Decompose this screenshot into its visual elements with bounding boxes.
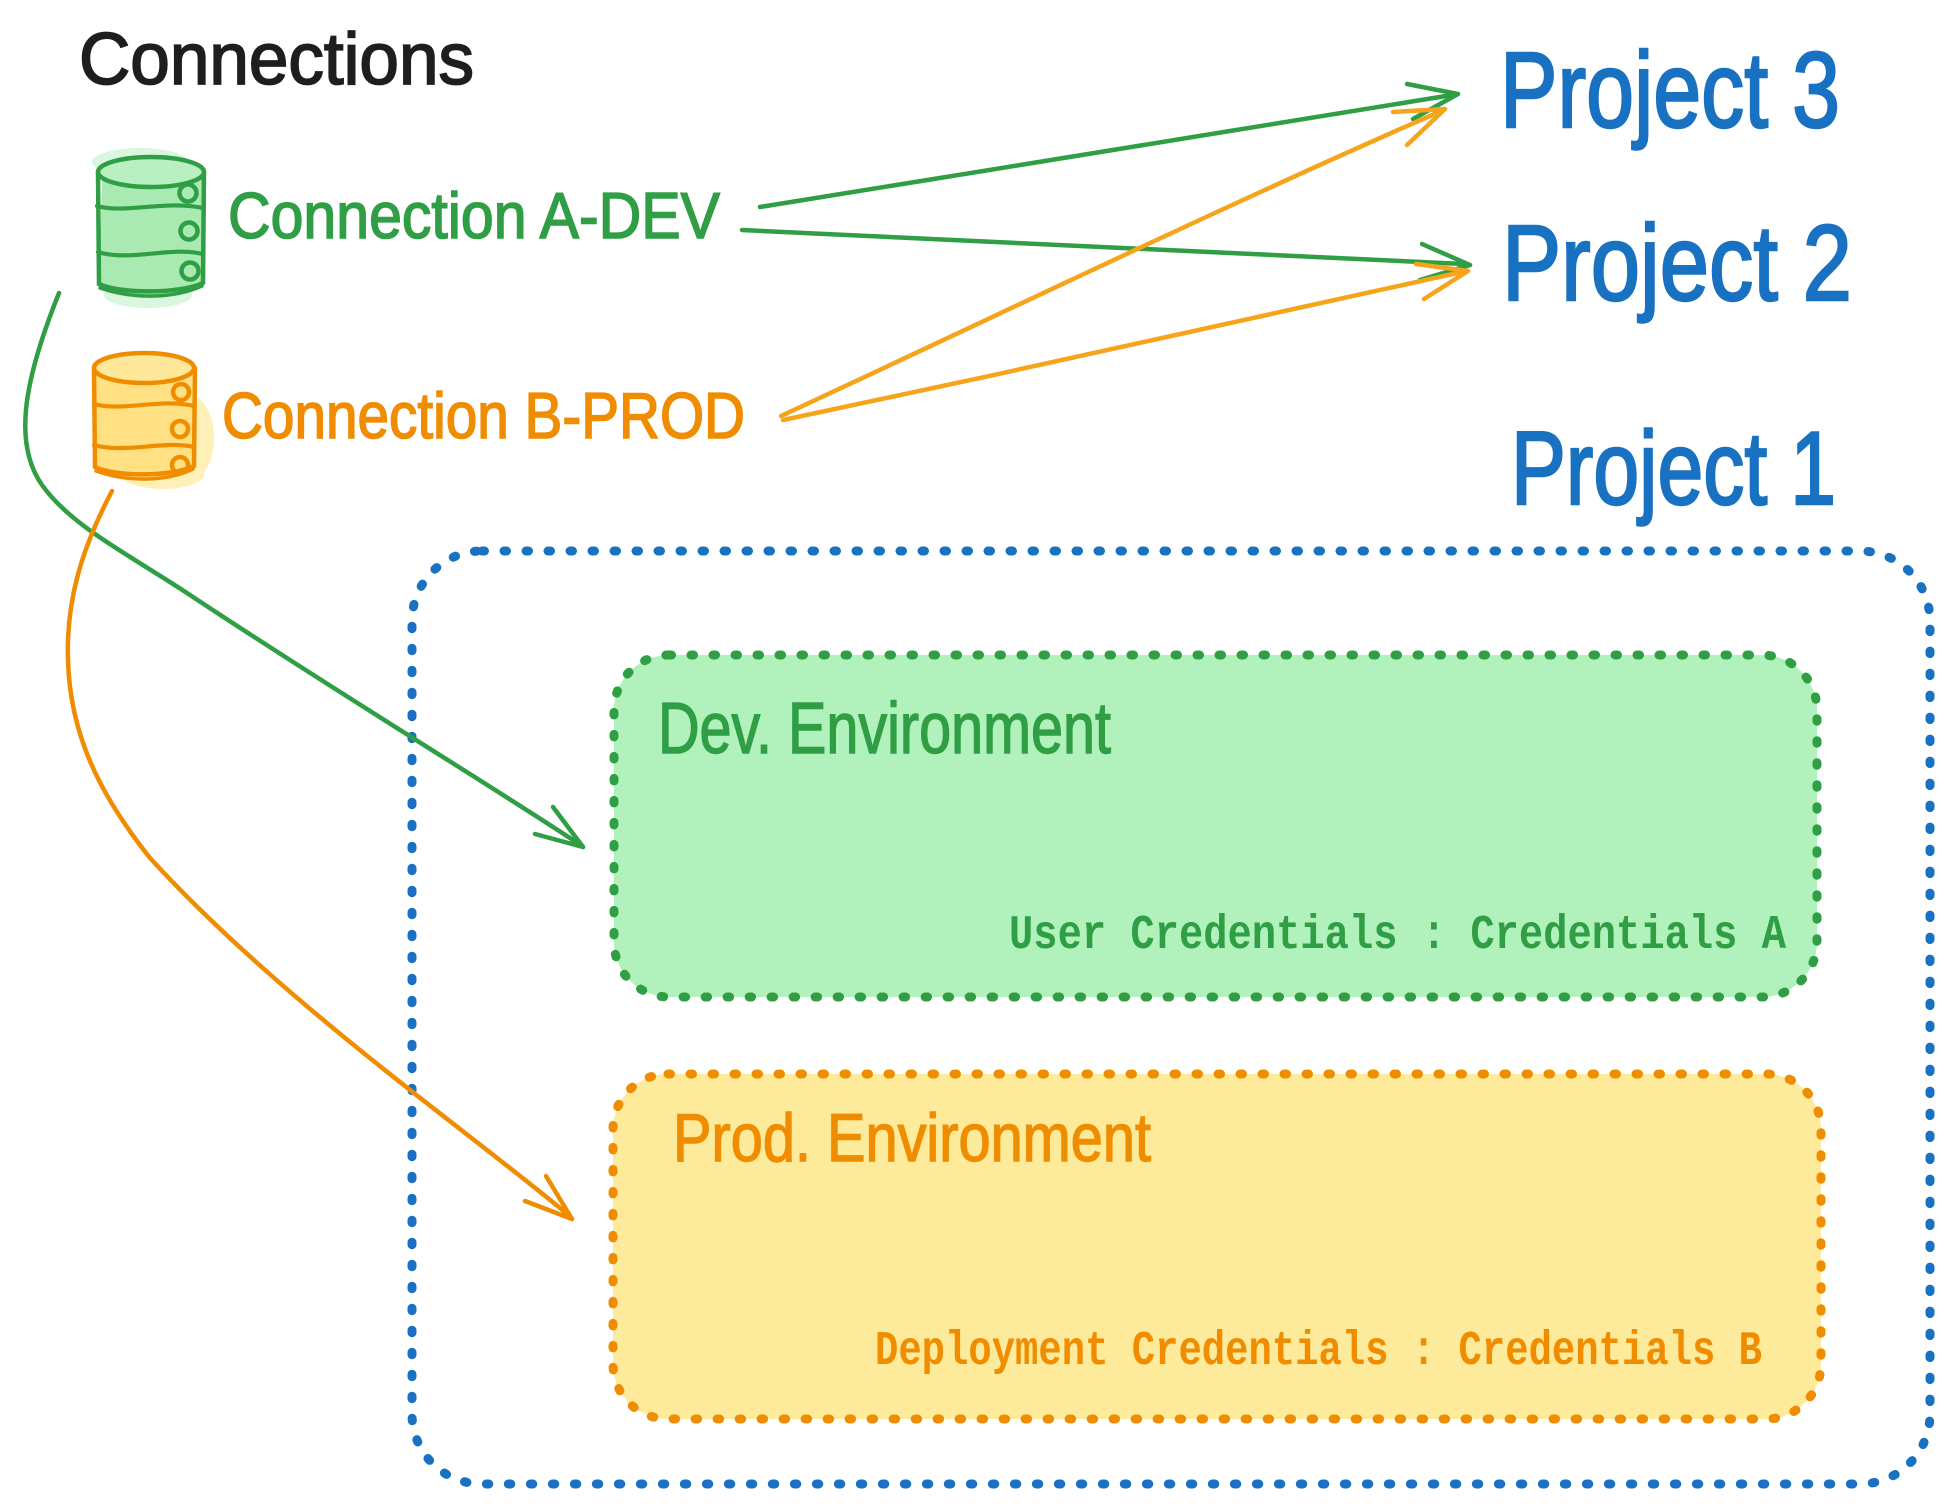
- svg-text:Deployment Credentials : Crede: Deployment Credentials : Credentials B: [875, 1325, 1762, 1379]
- svg-text:Connections: Connections: [79, 19, 474, 100]
- svg-text:Project 2: Project 2: [1502, 202, 1852, 323]
- svg-text:Connection B-PROD: Connection B-PROD: [222, 379, 745, 452]
- svg-text:Project 3: Project 3: [1500, 29, 1840, 150]
- svg-text:Project 1: Project 1: [1511, 411, 1836, 527]
- svg-text:User Credentials : Credentials: User Credentials : Credentials A: [1009, 909, 1786, 963]
- svg-text:Connection A-DEV: Connection A-DEV: [228, 179, 721, 252]
- svg-text:Dev. Environment: Dev. Environment: [658, 689, 1111, 769]
- svg-text:Prod. Environment: Prod. Environment: [673, 1100, 1151, 1176]
